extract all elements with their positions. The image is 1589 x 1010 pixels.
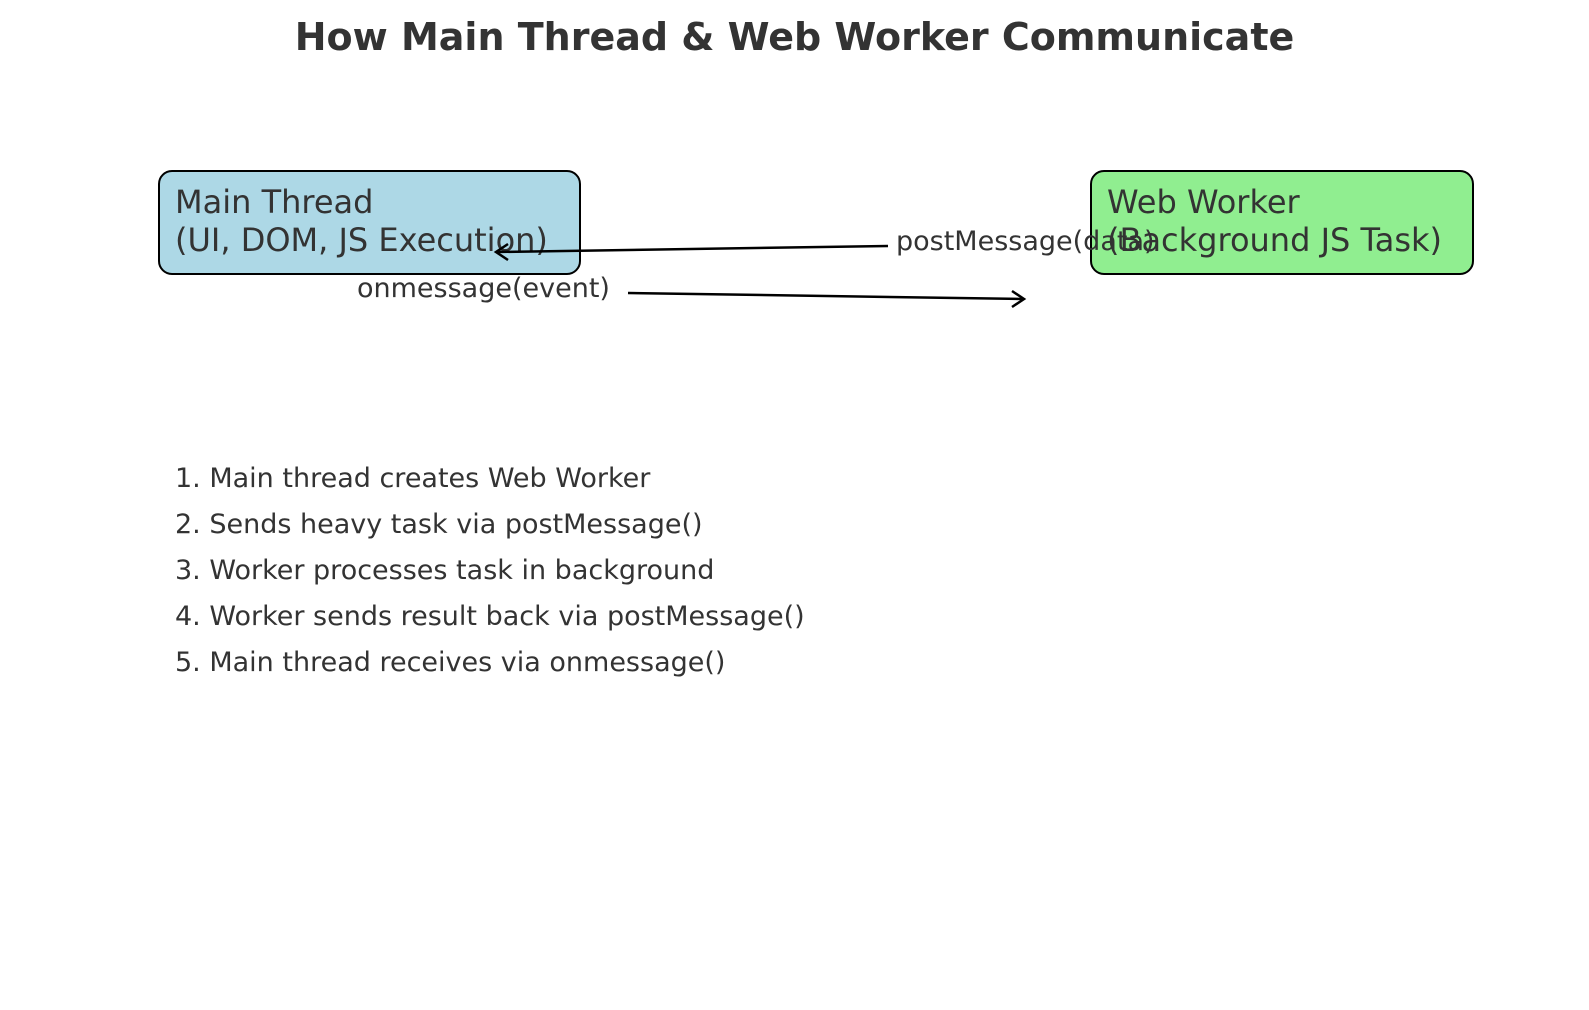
step-item: 4. Worker sends result back via postMess… [175, 601, 805, 632]
step-item: 1. Main thread creates Web Worker [175, 463, 651, 494]
on-message-arrow [627, 289, 1027, 309]
steps-list: 1. Main thread creates Web Worker 2. Sen… [175, 456, 805, 686]
post-message-label: postMessage(data) [896, 226, 1155, 257]
main-thread-subtitle: (UI, DOM, JS Execution) [175, 221, 548, 259]
step-item: 3. Worker processes task in background [175, 555, 715, 586]
step-item: 5. Main thread receives via onmessage() [175, 647, 726, 678]
web-worker-box [1090, 170, 1474, 275]
web-worker-title: Web Worker [1107, 183, 1300, 221]
diagram-title: How Main Thread & Web Worker Communicate [294, 15, 1295, 59]
main-thread-title: Main Thread [175, 183, 374, 221]
main-thread-box [158, 170, 581, 275]
step-item: 2. Sends heavy task via postMessage() [175, 509, 703, 540]
web-worker-subtitle: (Background JS Task) [1107, 221, 1443, 259]
on-message-label: onmessage(event) [357, 273, 610, 304]
